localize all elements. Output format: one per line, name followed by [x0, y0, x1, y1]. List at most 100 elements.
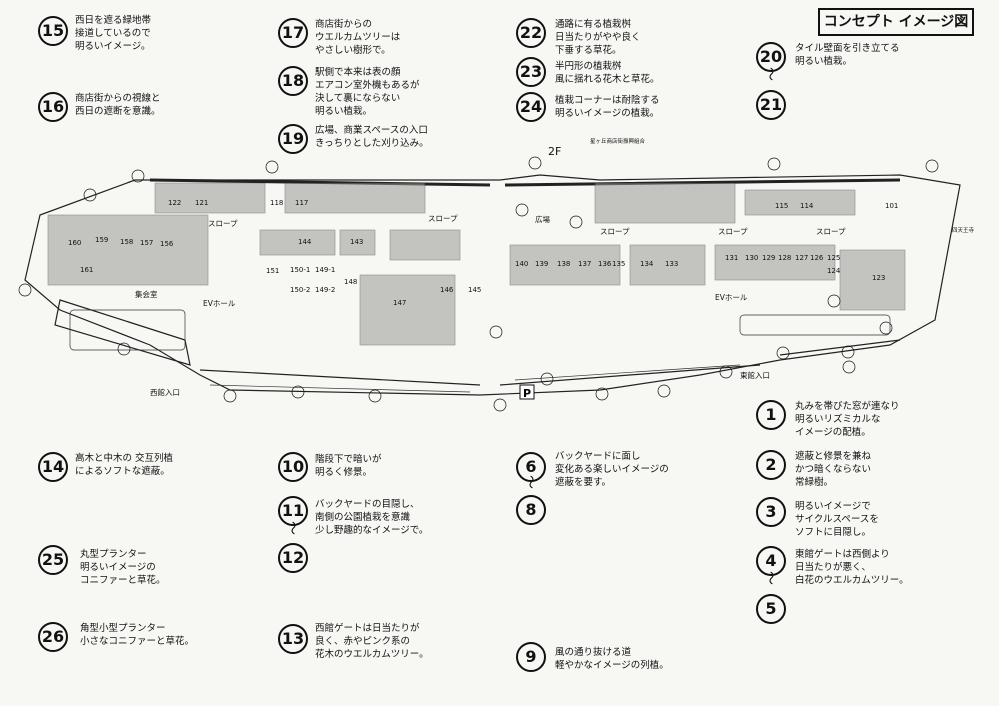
label-plaza: 広場	[535, 214, 550, 224]
svg-text:149-1: 149-1	[315, 266, 335, 274]
svg-text:115: 115	[775, 202, 788, 210]
note-text: 広場、商業スペースの入口 きっちりとした刈り込み。	[315, 125, 429, 149]
note-number: 3	[756, 497, 786, 527]
note-marker: 4	[756, 546, 786, 576]
svg-text:156: 156	[160, 240, 174, 248]
label-slope-4: スロープ	[718, 227, 748, 236]
block-center	[359, 274, 456, 346]
range-connector: 〜	[522, 474, 538, 489]
note-number: 20	[756, 42, 786, 72]
range-connector: 〜	[284, 520, 300, 535]
svg-text:161: 161	[80, 266, 93, 274]
svg-text:160: 160	[68, 239, 81, 247]
svg-text:130: 130	[745, 254, 758, 262]
note-number: 9	[516, 642, 546, 672]
note-number: 16	[38, 92, 68, 122]
svg-text:133: 133	[665, 260, 678, 268]
note-text: タイル壁面を引き立てる 明るい植栽。	[795, 43, 900, 67]
note-marker: 21	[756, 90, 786, 120]
note-number: 11	[278, 496, 308, 526]
note-text: 階段下で暗いが 明るく修景。	[315, 454, 382, 478]
note-number: 18	[278, 66, 308, 96]
block-mid	[389, 229, 461, 261]
svg-text:147: 147	[393, 299, 406, 307]
note-marker: 8	[516, 495, 546, 525]
label-meeting: 集会室	[135, 289, 158, 299]
note-marker: 1	[756, 400, 786, 430]
note-marker: 25	[38, 545, 68, 575]
note-number: 21	[756, 90, 786, 120]
note-marker: 6	[516, 452, 546, 482]
svg-text:125: 125	[827, 254, 840, 262]
svg-text:150-1: 150-1	[290, 266, 310, 274]
note-number: 23	[516, 57, 546, 87]
block-123	[839, 249, 906, 311]
label-east-entrance: 東館入口	[740, 370, 770, 380]
note-text: 丸型プランター 明るいイメージの コニファーと草花。	[80, 549, 166, 586]
note-marker: 12	[278, 543, 308, 573]
svg-text:139: 139	[535, 260, 548, 268]
block-134	[629, 244, 706, 286]
svg-text:114: 114	[800, 202, 814, 210]
block-131	[714, 244, 836, 281]
north-planter	[149, 178, 901, 187]
label-slope-1: スロープ	[428, 214, 458, 223]
range-connector: 〜	[762, 67, 778, 81]
note-number: 4	[756, 546, 786, 576]
svg-text:134: 134	[640, 260, 654, 268]
note-text: 商店街からの ウエルカムツリーは やさしい樹形で。	[315, 19, 401, 56]
note-number: 25	[38, 545, 68, 575]
label-2f: 2F	[548, 145, 561, 158]
note-text: 通路に有る植栽桝 日当たりがやや良く 下垂する草花。	[555, 19, 641, 56]
note-number: 26	[38, 622, 68, 652]
svg-text:101: 101	[885, 202, 898, 210]
note-number: 6	[516, 452, 546, 482]
svg-text:158: 158	[120, 238, 133, 246]
note-marker: 15	[38, 16, 68, 46]
note-text: 風の通り抜ける道 軽やかなイメージの列植。	[555, 647, 669, 671]
label-slope-3: スロープ	[600, 227, 630, 236]
note-marker: 22	[516, 18, 546, 48]
svg-text:146: 146	[440, 286, 454, 294]
svg-text:144: 144	[298, 238, 312, 246]
svg-text:148: 148	[344, 278, 357, 286]
range-connector: 〜	[762, 571, 778, 585]
note-marker: 18	[278, 66, 308, 96]
west-annex	[54, 299, 191, 366]
note-number: 22	[516, 18, 546, 48]
svg-text:117: 117	[295, 199, 308, 207]
note-text: 角型小型プランター 小さなコニファーと草花。	[80, 623, 195, 647]
note-text: バックヤードの目隠し、 南側の公園植栽を意識 少し野趣的なイメージで。	[315, 499, 429, 536]
note-text: 東館ゲートは西側より 日当たりが悪く、 白花のウエルカムツリー。	[795, 549, 909, 586]
note-marker: 5	[756, 594, 786, 624]
block-144	[259, 229, 336, 256]
label-ev-west: EVホール	[203, 299, 236, 308]
note-number: 12	[278, 543, 308, 573]
note-number: 10	[278, 452, 308, 482]
building-outline	[24, 174, 961, 396]
note-text: 西日を遮る緑地帯 接道しているので 明るいイメージ。	[75, 15, 152, 52]
note-marker: 2	[756, 450, 786, 480]
note-marker: 17	[278, 18, 308, 48]
svg-text:135: 135	[612, 260, 625, 268]
note-number: 2	[756, 450, 786, 480]
svg-text:131: 131	[725, 254, 738, 262]
label-slope-5: スロープ	[816, 227, 846, 236]
note-text: 高木と中木の 交互列植 によるソフトな遮蔽。	[75, 453, 174, 477]
note-marker: 26	[38, 622, 68, 652]
note-text: 丸みを帯びた窓が連なり 明るいリズミカルな イメージの配植。	[795, 401, 900, 438]
note-marker: 11	[278, 496, 308, 526]
svg-text:121: 121	[195, 199, 208, 207]
label-slope-2: スロープ	[208, 219, 238, 228]
note-number: 24	[516, 92, 546, 122]
svg-text:128: 128	[778, 254, 791, 262]
block-north-2	[284, 182, 426, 214]
note-text: 明るいイメージで サイクルスペースを ソフトに目隠し。	[795, 501, 879, 538]
note-number: 8	[516, 495, 546, 525]
svg-text:138: 138	[557, 260, 570, 268]
block-east-north-2	[744, 189, 856, 216]
label-ev-east: EVホール	[715, 293, 748, 302]
svg-text:157: 157	[140, 239, 153, 247]
svg-text:127: 127	[795, 254, 808, 262]
note-text: 遮蔽と修景を兼ね かつ暗くならない 常緑樹。	[795, 451, 872, 488]
